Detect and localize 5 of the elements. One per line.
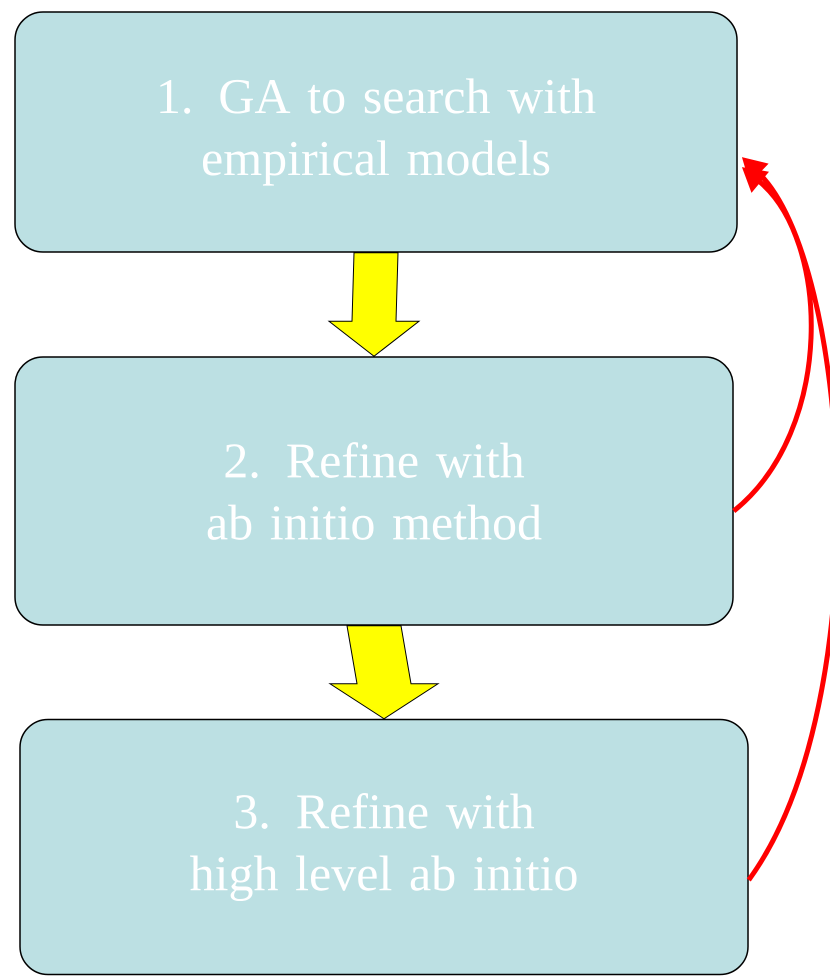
- process-box: 2. Refine with ab initio method: [14, 356, 734, 626]
- block-arrow: [328, 625, 440, 720]
- process-box: 1. GA to search with empirical models: [14, 11, 738, 253]
- block-arrow: [328, 252, 420, 357]
- process-box: 3. Refine with high level ab initio: [19, 718, 749, 976]
